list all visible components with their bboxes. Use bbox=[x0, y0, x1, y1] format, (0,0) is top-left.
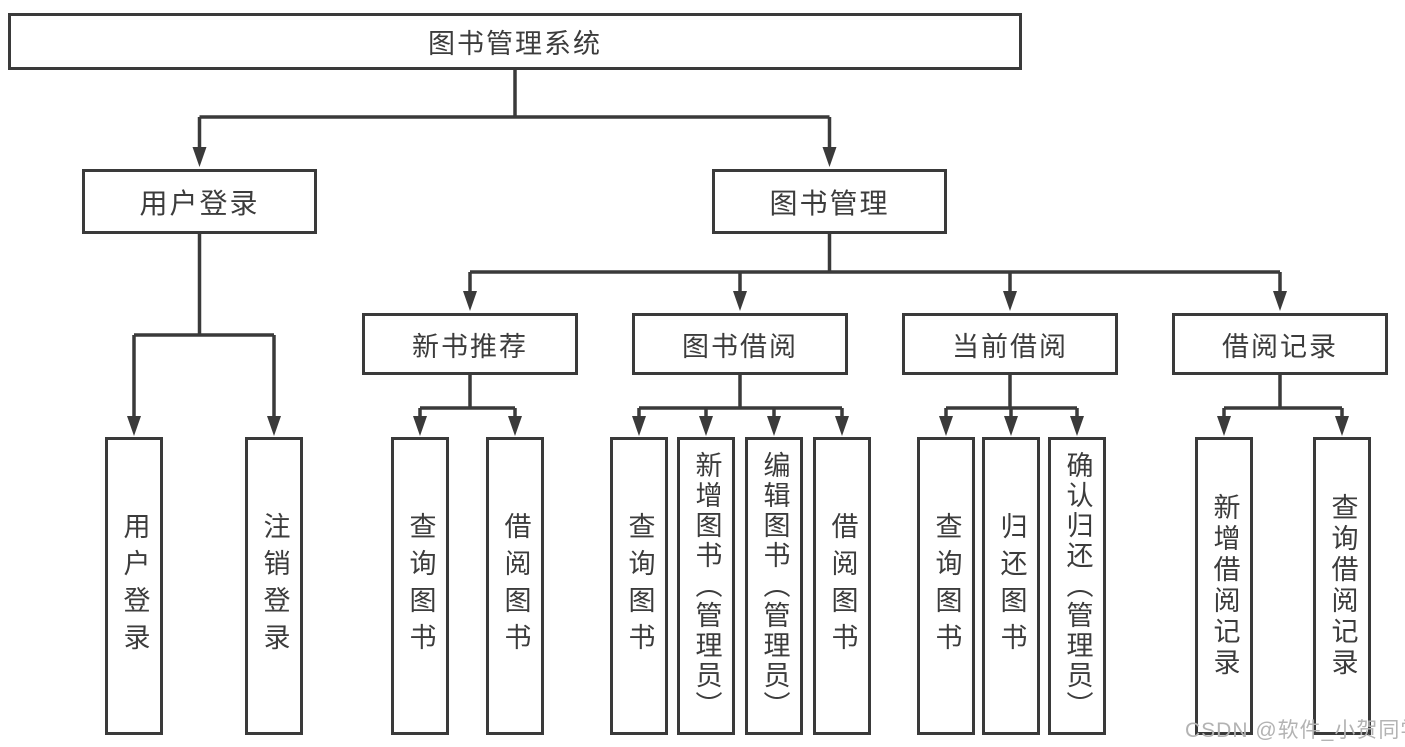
node-current-borrow-label: 当前借阅 bbox=[952, 331, 1068, 362]
node-book-management: 图书管理 bbox=[712, 169, 947, 234]
leaf-add-borrow-record: 新增借阅记录 bbox=[1195, 437, 1253, 735]
watermark: CSDN @软件_小贺同学 bbox=[1185, 719, 1405, 742]
leaf-return-books: 归还图书 bbox=[982, 437, 1040, 735]
node-current-borrow: 当前借阅 bbox=[902, 313, 1118, 375]
leaf-query-borrow-record-label: 查询借阅记录 bbox=[1327, 493, 1358, 679]
leaf-logout: 注销登录 bbox=[245, 437, 303, 735]
leaf-add-book-admin: 新增图书（管理员） bbox=[677, 437, 735, 735]
node-book-management-label: 图书管理 bbox=[769, 187, 890, 219]
leaf-borrow-books-borrow: 借阅图书 bbox=[813, 437, 871, 735]
leaf-query-books-borrow-label: 查询图书 bbox=[624, 512, 655, 660]
node-book-borrow: 图书借阅 bbox=[632, 313, 848, 375]
leaf-query-books-borrow: 查询图书 bbox=[610, 437, 668, 735]
leaf-edit-book-admin-label: 编辑图书（管理员） bbox=[759, 451, 790, 721]
node-library-system: 图书管理系统 bbox=[8, 13, 1022, 70]
leaf-logout-label: 注销登录 bbox=[259, 512, 290, 660]
leaf-borrow-books-borrow-label: 借阅图书 bbox=[827, 512, 858, 660]
node-borrow-records-label: 借阅记录 bbox=[1222, 331, 1338, 362]
leaf-add-borrow-record-label: 新增借阅记录 bbox=[1209, 493, 1240, 679]
node-library-system-label: 图书管理系统 bbox=[428, 29, 602, 59]
leaf-query-books-current-label: 查询图书 bbox=[931, 512, 962, 660]
node-borrow-records: 借阅记录 bbox=[1172, 313, 1388, 375]
leaf-borrow-books-newbooks-label: 借阅图书 bbox=[500, 512, 531, 660]
leaf-confirm-return-admin-label: 确认归还（管理员） bbox=[1062, 451, 1093, 721]
leaf-return-books-label: 归还图书 bbox=[996, 512, 1027, 660]
leaf-edit-book-admin: 编辑图书（管理员） bbox=[745, 437, 803, 735]
connector-path bbox=[132, 70, 1344, 420]
leaf-confirm-return-admin: 确认归还（管理员） bbox=[1048, 437, 1106, 735]
node-user-login: 用户登录 bbox=[82, 169, 317, 234]
node-new-book-recommend-label: 新书推荐 bbox=[412, 331, 528, 362]
leaf-query-borrow-record: 查询借阅记录 bbox=[1313, 437, 1371, 735]
node-new-book-recommend: 新书推荐 bbox=[362, 313, 578, 375]
leaf-query-books-newbooks: 查询图书 bbox=[391, 437, 449, 735]
leaf-user-login: 用户登录 bbox=[105, 437, 163, 735]
node-book-borrow-label: 图书借阅 bbox=[682, 331, 798, 362]
leaf-add-book-admin-label: 新增图书（管理员） bbox=[691, 451, 722, 721]
leaf-user-login-label: 用户登录 bbox=[119, 512, 150, 660]
node-user-login-label: 用户登录 bbox=[139, 187, 260, 219]
leaf-borrow-books-newbooks: 借阅图书 bbox=[486, 437, 544, 735]
leaf-query-books-newbooks-label: 查询图书 bbox=[405, 512, 436, 660]
leaf-query-books-current: 查询图书 bbox=[917, 437, 975, 735]
